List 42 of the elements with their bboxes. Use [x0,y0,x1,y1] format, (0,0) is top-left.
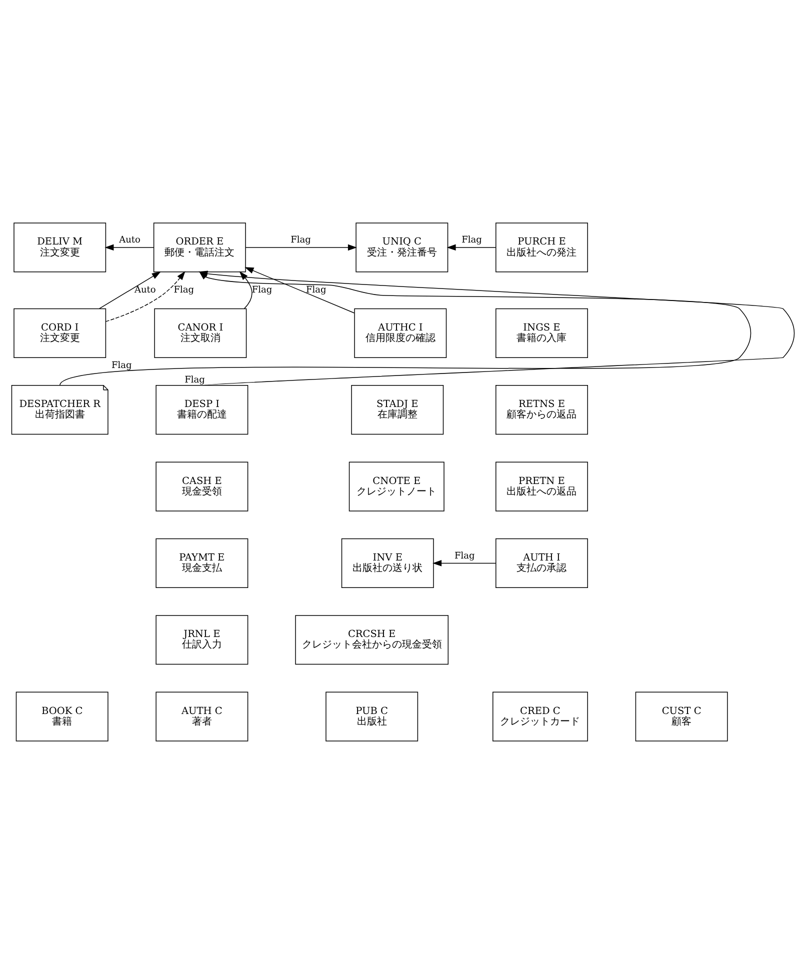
node-box: AUTH C 著者 [156,691,248,741]
edge-label: Flag [112,360,132,370]
node-box: CORD I 注文変更 [14,308,106,358]
edge-label: Flag [306,285,326,296]
node-box: CANOR I 注文取消 [154,308,247,358]
arrow [244,266,355,313]
node-box: JRNL E 仕訳入力 [156,614,248,664]
node-box: BOOK C 書籍 [16,691,108,741]
node-box: INGS E 書籍の入庫 [496,308,588,358]
arrow [239,270,252,308]
arrow [99,271,161,308]
arrow [432,560,496,566]
node-box: PAYMT E 現金支払 [156,538,248,588]
edge-label: Flag [454,550,475,561]
edge-label: Flag [290,235,311,246]
node-box: ORDER E 郵便・電話注文 [153,222,246,272]
node-box: AUTH I 支払の承認 [496,538,588,588]
node-box: DELIV M 注文変更 [14,222,106,272]
arrow [446,244,496,250]
node-box: RETNS E 顧客からの返品 [496,384,588,434]
node-box: DESP I 書籍の配達 [156,384,248,434]
node-box: CRED C クレジットカード [492,691,588,741]
arrow [105,270,186,322]
edge-label: Auto [119,235,140,246]
edge-label: Auto [134,285,156,296]
arrow [104,244,154,250]
node-box: CASH E 現金受領 [156,461,248,511]
node-box: CNOTE E クレジットノート [348,461,444,511]
edge-label: Flag [252,285,272,296]
edge-label: Flag [174,285,194,296]
node-box: PRETN E 出版社への返品 [496,461,588,511]
node-box: CUST C 顧客 [635,691,728,741]
node-box: INV E 出版社の送り状 [341,538,434,588]
node-box: UNIQ C 受注・発注番号 [356,222,448,272]
node-box: STADJ E 在庫調整 [351,384,444,434]
arrow [245,244,357,250]
edge-label: Flag [462,235,482,246]
node-box: PURCH E 出版社への発注 [496,222,588,272]
node-box: CRCSH E クレジット会社からの現金受領 [295,614,449,664]
node-box: AUTHC I 信用限度の確認 [354,308,447,358]
edge-label: Flag [184,374,205,385]
node-box: PUB C 出版社 [326,691,418,741]
